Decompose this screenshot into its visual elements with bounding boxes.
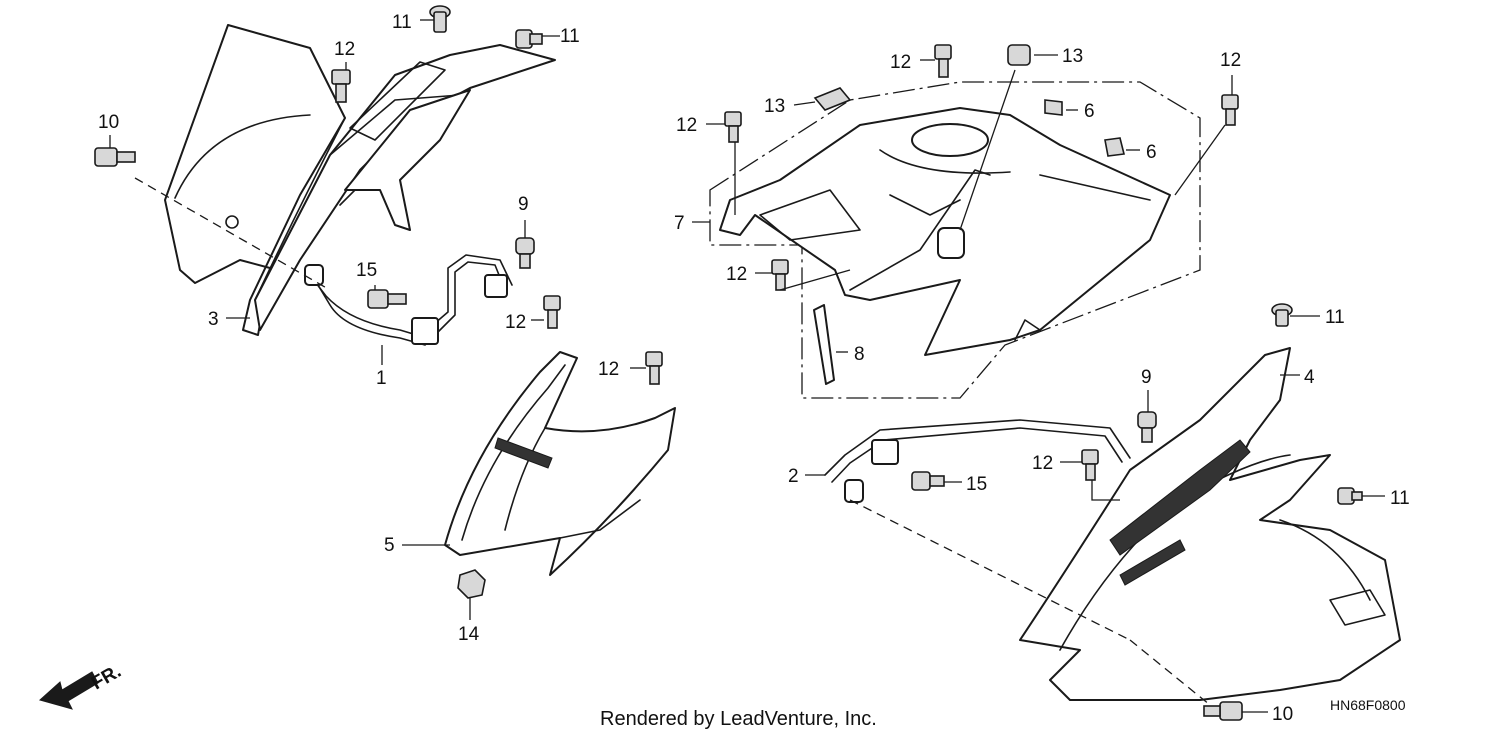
callout-12-left: 12 <box>334 39 355 60</box>
direction-label: FR. <box>88 661 125 694</box>
callout-1: 1 <box>376 368 387 389</box>
grommet-9-left[interactable] <box>515 237 535 269</box>
front-cover-part-3[interactable] <box>164 24 556 336</box>
bolt-15-right[interactable] <box>911 471 945 491</box>
credit-text: Rendered by LeadVenture, Inc. <box>600 708 877 730</box>
callout-14: 14 <box>458 624 480 645</box>
callout-12-fender: 12 <box>1032 453 1053 474</box>
callout-5: 5 <box>384 535 395 556</box>
callout-12-tank-right: 12 <box>1220 50 1241 71</box>
callout-12-tank-top: 12 <box>890 52 911 73</box>
fasteners <box>94 5 1363 721</box>
callout-7: 7 <box>674 213 685 234</box>
clip-13-top[interactable] <box>1007 44 1031 66</box>
screw-12-tank-left[interactable] <box>724 111 742 143</box>
screw-12-center-right[interactable] <box>645 351 663 385</box>
callout-9-left: 9 <box>518 194 529 215</box>
callout-10-lower: 10 <box>1272 704 1293 725</box>
rubber-6-upper[interactable] <box>1044 99 1063 116</box>
callout-3: 3 <box>208 309 219 330</box>
callout-15-left: 15 <box>356 260 377 281</box>
callout-12-center: 12 <box>505 312 526 333</box>
diagram-code: HN68F0800 <box>1330 697 1406 713</box>
clip-11-top[interactable] <box>429 5 451 33</box>
callout-13-top: 13 <box>1062 46 1083 67</box>
callout-6-upper: 6 <box>1084 101 1095 122</box>
bolt-15-left[interactable] <box>367 289 407 309</box>
bolt-10-upper[interactable] <box>94 147 136 167</box>
clip-13-left[interactable] <box>813 87 852 111</box>
callout-12-center-right: 12 <box>598 359 619 380</box>
front-lower-cover-part-5[interactable] <box>444 351 676 576</box>
stay-part-2[interactable] <box>824 419 1131 503</box>
clip-11-top-right[interactable] <box>515 29 543 49</box>
callout-2: 2 <box>788 466 799 487</box>
front-fender-part-4[interactable] <box>1019 347 1401 701</box>
callout-11-right-lower: 11 <box>1390 488 1410 509</box>
strip-part-8[interactable] <box>813 304 835 385</box>
screw-12-fender[interactable] <box>1081 449 1099 481</box>
screw-12-tank-top[interactable] <box>934 44 952 78</box>
callout-9-right: 9 <box>1141 367 1152 388</box>
nut-14[interactable] <box>457 569 486 599</box>
callout-12-tank-lower: 12 <box>726 264 747 285</box>
bolt-10-lower[interactable] <box>1203 701 1243 721</box>
callout-11-top-left: 11 <box>392 12 412 33</box>
callout-6-lower: 6 <box>1146 142 1157 163</box>
screw-12-tank-lower[interactable] <box>771 259 789 291</box>
headlight-stay-part-1[interactable] <box>304 254 513 346</box>
arrow-icon <box>38 671 99 710</box>
clip-11-right-lower[interactable] <box>1337 487 1363 505</box>
grommet-9-right[interactable] <box>1137 411 1157 443</box>
callout-4: 4 <box>1304 367 1315 388</box>
screw-12-center[interactable] <box>543 295 561 329</box>
fuel-tank-cover-part-7[interactable] <box>719 107 1171 356</box>
callout-11-top-right: 11 <box>560 26 580 47</box>
callout-12-tank-left: 12 <box>676 115 697 136</box>
part-7-group-outline <box>709 81 1201 399</box>
screw-12-left[interactable] <box>331 69 351 103</box>
callout-13-left: 13 <box>764 96 785 117</box>
screw-12-tank-right[interactable] <box>1221 94 1239 126</box>
callout-10-upper: 10 <box>98 112 119 133</box>
callout-15-right: 15 <box>966 474 987 495</box>
callout-8: 8 <box>854 344 865 365</box>
leader-lines <box>109 19 1385 713</box>
callout-numbers: 1 2 3 4 5 6 6 7 8 9 9 10 10 11 11 11 11 … <box>98 12 1410 725</box>
front-direction-arrow: FR. <box>38 661 125 710</box>
rubber-6-lower[interactable] <box>1104 137 1125 157</box>
clip-11-right-top[interactable] <box>1271 303 1293 327</box>
callout-11-right-top: 11 <box>1325 307 1345 328</box>
